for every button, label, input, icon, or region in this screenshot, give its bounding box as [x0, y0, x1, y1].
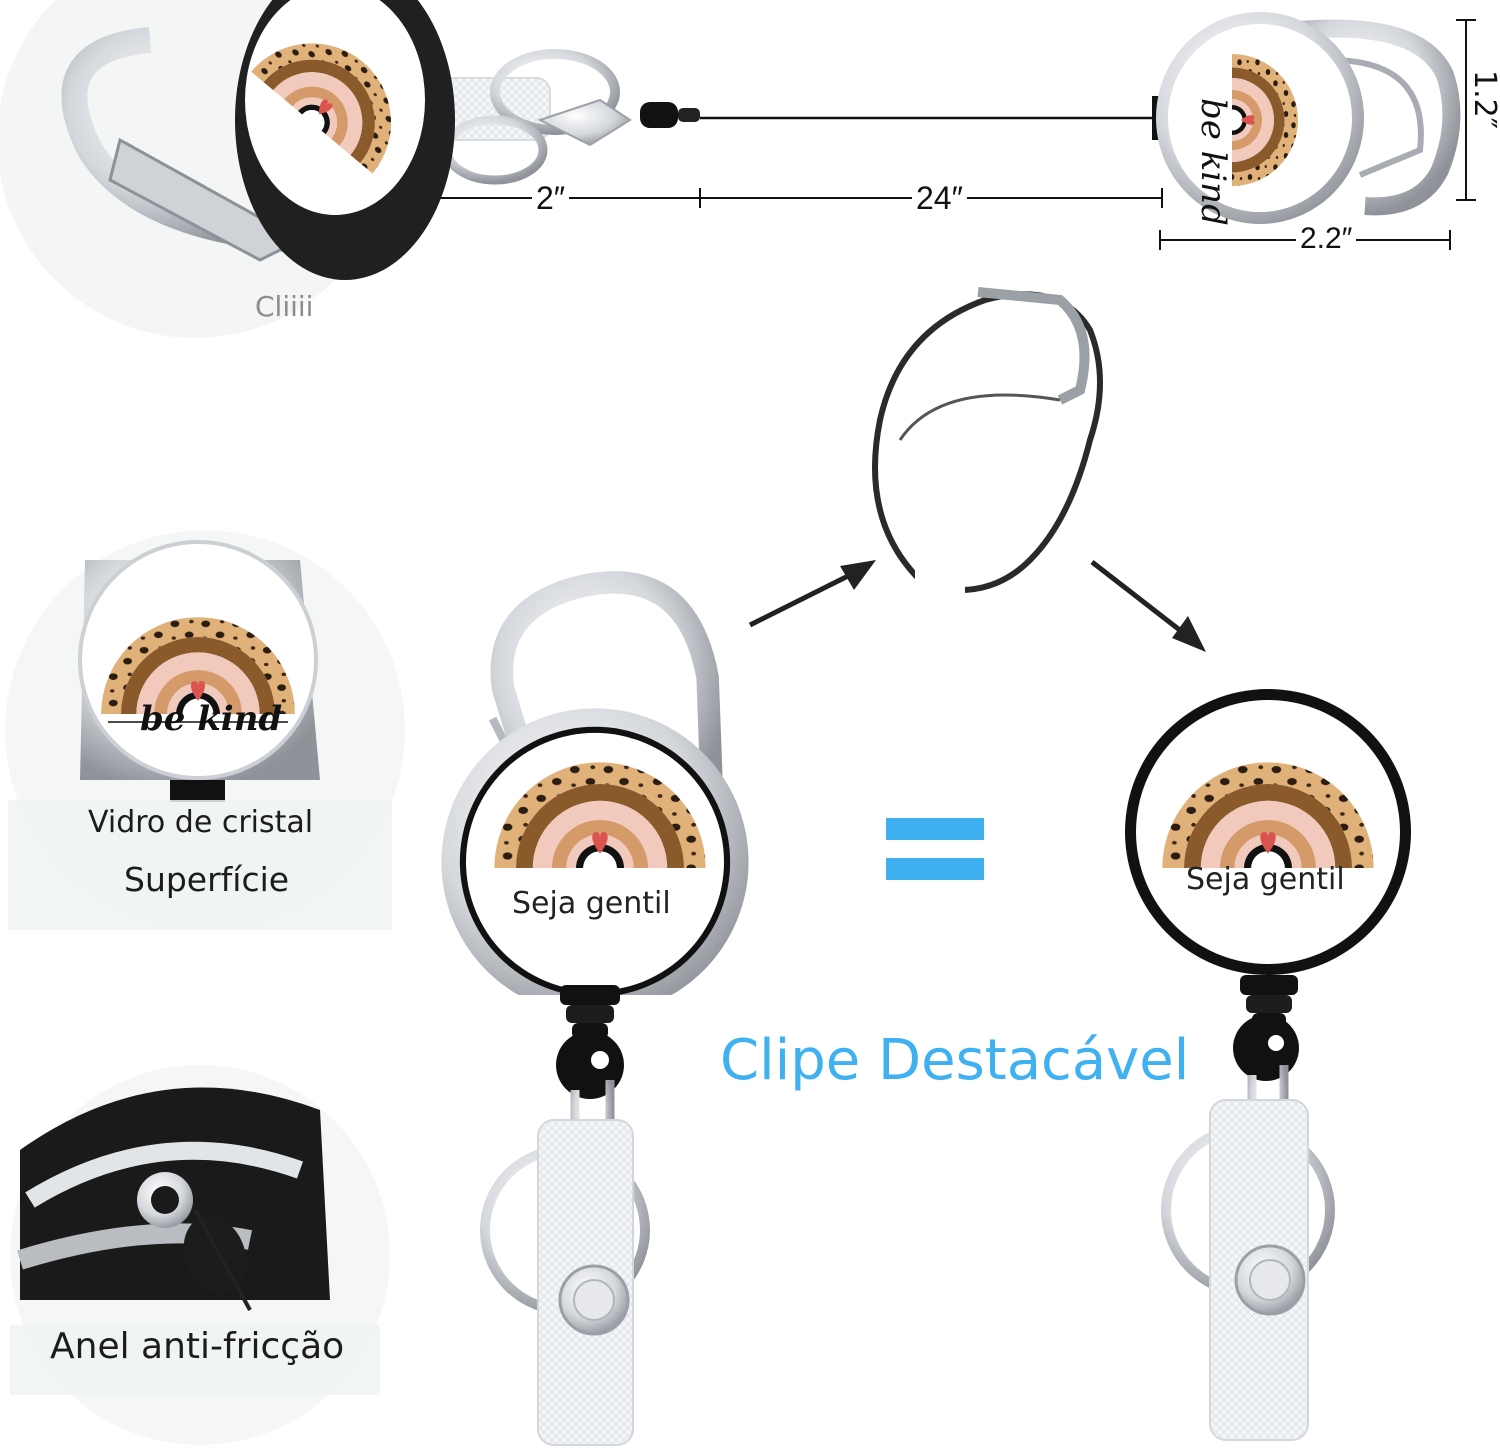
right-badge-text: Seja gentil	[1186, 862, 1345, 897]
svg-text:be kind: be kind	[140, 699, 282, 739]
strap-length-label: 2″	[532, 182, 570, 214]
cord-length-label: 24″	[912, 182, 967, 214]
center-badge-text: Seja gentil	[512, 886, 671, 921]
reel-width-label: 2.2″	[1296, 224, 1357, 254]
anti-friction-label: Anel anti-fricção	[50, 1326, 345, 1367]
equals-sign-bottom-bar	[886, 858, 984, 880]
top-left-callout-text: Cliiii	[255, 290, 314, 323]
crystal-glass-label-line1: Vidro de cristal	[88, 805, 314, 840]
svg-text:be kind: be kind	[1193, 98, 1233, 226]
crystal-glass-label-line2: Superfície	[124, 860, 290, 899]
reel-height-label: 1.2″	[1466, 70, 1500, 129]
detachable-clip-caption: Clipe Destacável	[720, 1028, 1190, 1093]
equals-sign-top-bar	[886, 818, 984, 840]
